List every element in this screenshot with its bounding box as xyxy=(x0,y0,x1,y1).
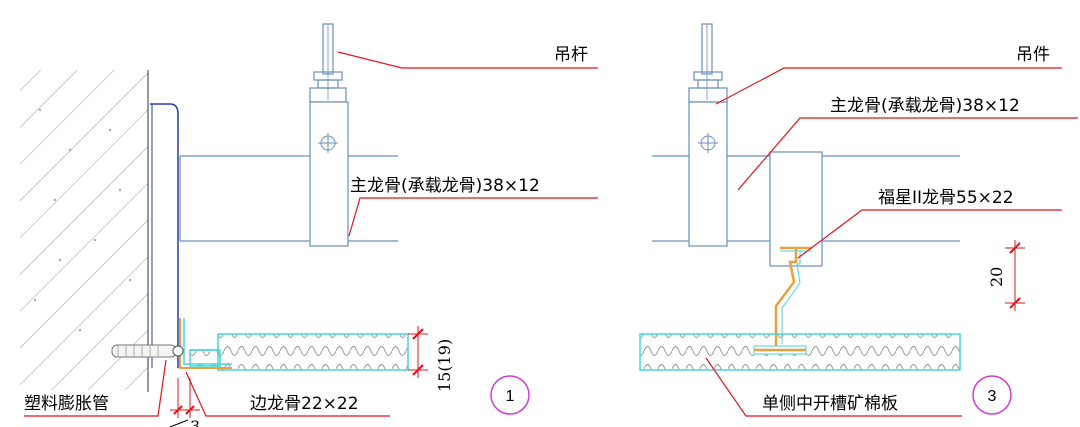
leader-main-keel-1: 主龙骨(承载龙骨)38×12 xyxy=(348,176,598,237)
edge-keel xyxy=(179,318,232,369)
dim-small-label: 3 xyxy=(190,417,200,427)
label-hanger-rod: 吊杆 xyxy=(554,45,588,65)
label-edge-keel: 边龙骨22×22 xyxy=(250,394,359,414)
label-main-keel-1: 主龙骨(承载龙骨)38×12 xyxy=(350,176,540,196)
detail-number-3-text: 3 xyxy=(988,388,997,405)
wall-finish-line xyxy=(150,103,179,368)
concrete-wall xyxy=(20,70,179,392)
label-main-keel-3: 主龙骨(承载龙骨)38×12 xyxy=(830,96,1020,116)
detail-number-3: 3 xyxy=(972,375,1012,415)
dim-thickness-label: 15(19) xyxy=(435,339,454,392)
leader-board: 单侧中开槽矿棉板 xyxy=(705,357,962,417)
detail-3: 20 吊件 主龙骨(承载龙骨)38×12 福星II龙骨55×22 单侧中开槽矿棉… xyxy=(639,23,1078,417)
detail-number-1: 1 xyxy=(490,375,530,415)
leader-hanger-rod: 吊杆 xyxy=(337,45,598,69)
leader-expansion-tube: 塑料膨胀管 xyxy=(24,359,167,417)
label-hanger-3: 吊件 xyxy=(1016,45,1050,65)
leader-fuxing-keel: 福星II龙骨55×22 xyxy=(797,188,1062,259)
dim-gap: 20 xyxy=(987,240,1025,311)
hanger-rod-1 xyxy=(309,23,349,247)
dim-small: 3 xyxy=(169,378,200,427)
label-fuxing-keel: 福星II龙骨55×22 xyxy=(878,188,1014,208)
leader-hanger-3: 吊件 xyxy=(715,45,1062,105)
board-stack-3 xyxy=(639,333,961,371)
detail-1: 15(19) 3 吊杆 主龙骨(承载龙骨)38×12 塑料膨胀管 边龙骨22 xyxy=(20,23,598,427)
dim-gap-label: 20 xyxy=(987,267,1006,287)
detail-number-1-text: 1 xyxy=(506,388,515,405)
expansion-tube-icon xyxy=(111,344,184,358)
dim-thickness: 15(19) xyxy=(408,326,454,392)
hanger-3 xyxy=(688,23,728,247)
label-expansion-tube: 塑料膨胀管 xyxy=(24,394,109,414)
board-stack-1 xyxy=(189,333,409,371)
main-keel-1 xyxy=(179,155,398,242)
label-board: 单侧中开槽矿棉板 xyxy=(762,394,898,414)
leader-main-keel-3: 主龙骨(承载龙骨)38×12 xyxy=(737,96,1078,191)
leader-edge-keel: 边龙骨22×22 xyxy=(185,371,390,417)
